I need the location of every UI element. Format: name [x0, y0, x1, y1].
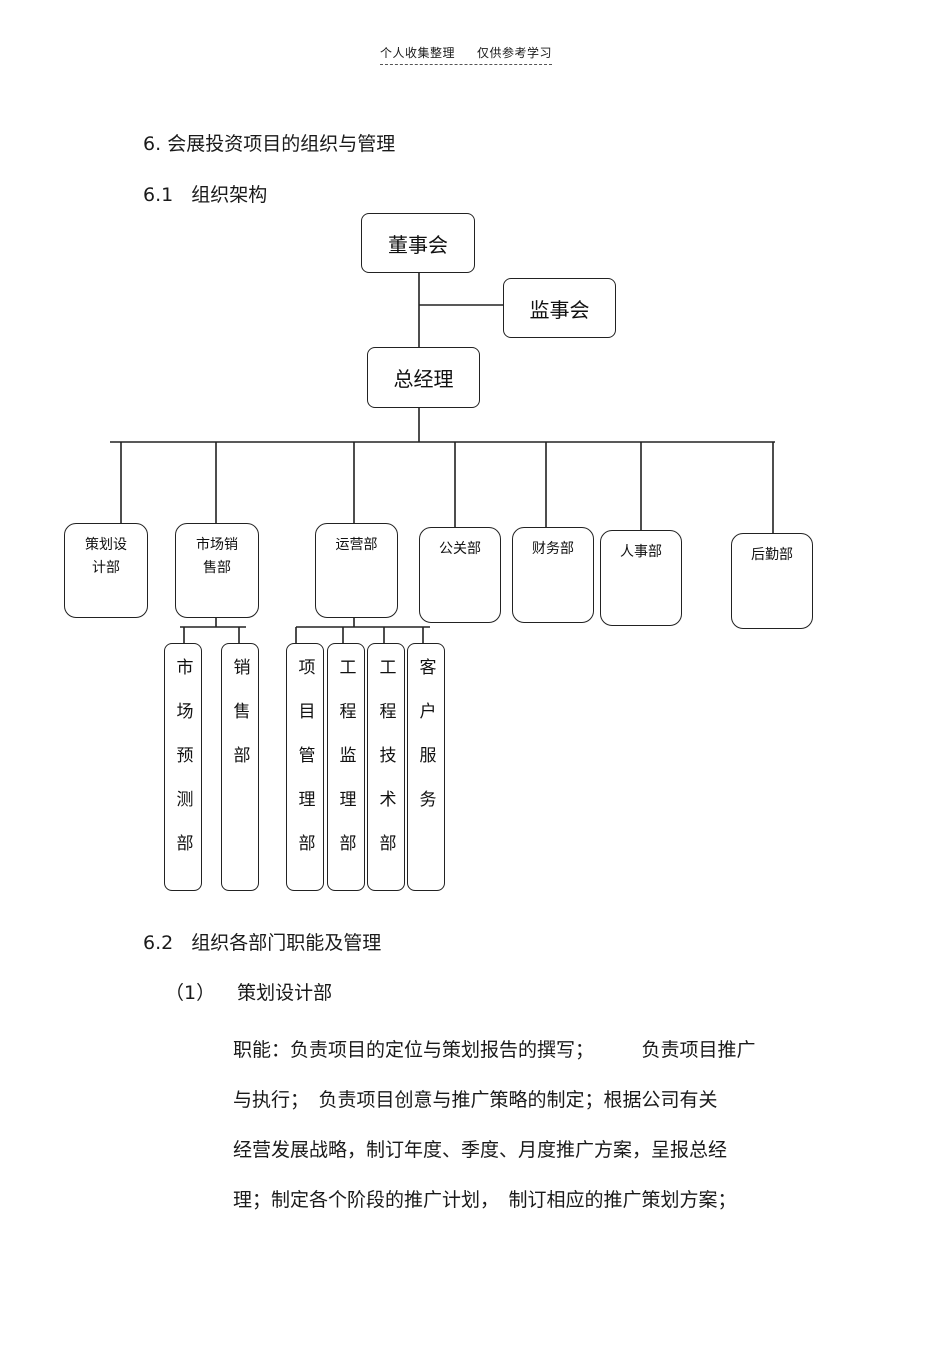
- dept-logistics: 后勤部: [731, 533, 813, 629]
- subsection-heading-1: （1） 策划设计部: [165, 978, 332, 1005]
- dept-pr-label: 公关部: [439, 541, 481, 557]
- node-gm-label: 总经理: [393, 367, 454, 391]
- dept-operations-label: 运营部: [335, 537, 378, 553]
- dept-marketing-label: 市场销售部: [196, 537, 238, 576]
- header-right-text: 仅供参考学习: [477, 46, 553, 60]
- dept-finance-label: 财务部: [532, 541, 574, 557]
- sub-market-forecast-label: 市场预测部: [172, 658, 193, 878]
- sub-market-forecast: 市场预测部: [164, 643, 202, 891]
- heading-text: 组织各部门职能及管理: [191, 932, 382, 954]
- dept-hr: 人事部: [600, 530, 682, 626]
- paragraph-line: 职能：负责项目的定位与策划报告的撰写； 负责项目推广: [233, 1039, 756, 1061]
- dept-operations: 运营部: [315, 523, 398, 618]
- heading-text: 策划设计部: [237, 982, 333, 1004]
- sub-customer-service: 客户服务: [407, 643, 445, 891]
- sub-customer-service-label: 客户服务: [415, 658, 436, 834]
- section-heading-6-1: 6.1 组织架构: [143, 180, 267, 207]
- dept-logistics-label: 后勤部: [751, 547, 793, 563]
- sub-engineering-technology: 工程技术部: [367, 643, 405, 891]
- dept-marketing: 市场销售部: [175, 523, 259, 618]
- sub-engineering-supervision-label: 工程监理部: [335, 658, 356, 878]
- header-left-text: 个人收集整理: [380, 46, 456, 60]
- paragraph-line: 与执行； 负责项目创意与推广策略的制定；根据公司有关: [233, 1089, 718, 1111]
- planning-dept-duties-paragraph: 职能：负责项目的定位与策划报告的撰写； 负责项目推广 与执行； 负责项目创意与推…: [233, 1025, 813, 1225]
- sub-engineering-supervision: 工程监理部: [327, 643, 365, 891]
- section-heading-6-2: 6.2 组织各部门职能及管理: [143, 928, 381, 955]
- node-supervisors: 监事会: [503, 278, 616, 338]
- heading-number: （1）: [165, 982, 216, 1004]
- dept-finance: 财务部: [512, 527, 594, 623]
- sub-project-management: 项目管理部: [286, 643, 324, 891]
- sub-sales: 销售部: [221, 643, 259, 891]
- node-general-manager: 总经理: [367, 347, 480, 408]
- paragraph-line: 经营发展战略，制订年度、季度、月度推广方案，呈报总经: [233, 1139, 728, 1161]
- node-board-label: 董事会: [388, 232, 448, 257]
- dept-pr: 公关部: [419, 527, 501, 623]
- heading-number: 6.1: [143, 184, 174, 206]
- sub-engineering-technology-label: 工程技术部: [375, 658, 396, 878]
- heading-number: 6.2: [143, 932, 174, 954]
- dept-planning: 策划设计部: [64, 523, 148, 618]
- dept-hr-label: 人事部: [620, 544, 662, 560]
- dept-planning-label: 策划设计部: [85, 537, 127, 576]
- heading-text: 会展投资项目的组织与管理: [167, 133, 396, 155]
- paragraph-line: 理；制定各个阶段的推广计划， 制订相应的推广策划方案；: [233, 1189, 737, 1211]
- node-supervisors-label: 监事会: [529, 297, 590, 322]
- node-board: 董事会: [361, 213, 475, 273]
- sub-project-management-label: 项目管理部: [294, 658, 315, 878]
- heading-number: 6.: [143, 133, 162, 155]
- heading-text: 组织架构: [191, 184, 268, 206]
- sub-sales-label: 销售部: [229, 658, 250, 790]
- page-header: 个人收集整理 仅供参考学习: [380, 44, 553, 65]
- section-heading-6: 6. 会展投资项目的组织与管理: [143, 129, 395, 156]
